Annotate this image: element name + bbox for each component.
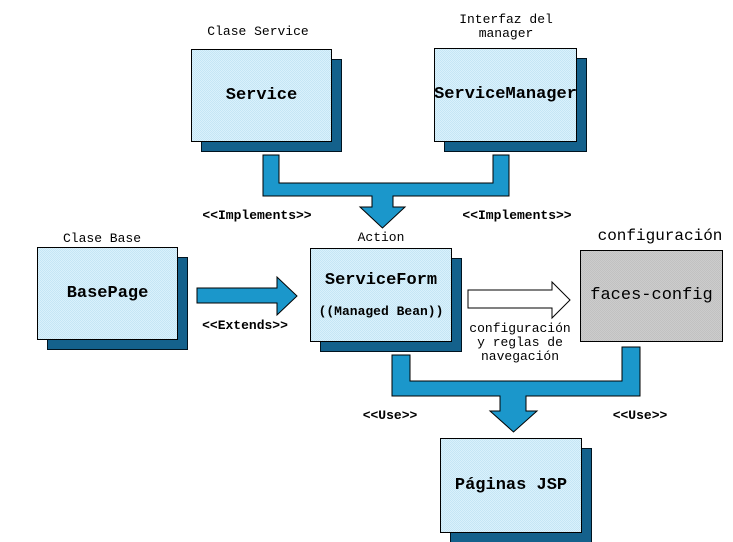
use-label-right: <<Use>> xyxy=(612,408,668,423)
service-box: Service xyxy=(191,49,332,142)
config-note-line1: configuración xyxy=(469,321,571,336)
extends-label: <<Extends>> xyxy=(202,318,288,333)
implements-label-left: <<Implements>> xyxy=(202,208,312,223)
service-form-box: ServiceForm ((Managed Bean)) xyxy=(310,248,452,342)
service-form-caption: Action xyxy=(357,230,405,245)
faces-config-box-title: faces-config xyxy=(590,286,713,305)
implements-merge-arrow xyxy=(262,154,510,229)
service-manager-caption: Interfaz del manager xyxy=(459,13,553,41)
implements-label-right: <<Implements>> xyxy=(462,208,572,223)
service-manager-caption-line2: manager xyxy=(478,26,534,41)
service-manager-box-title: ServiceManager xyxy=(434,85,577,104)
config-navigation-arrow xyxy=(467,280,571,320)
service-manager-caption-line1: Interfaz del xyxy=(459,12,553,27)
service-form-box-subtitle: ((Managed Bean)) xyxy=(318,304,444,319)
extends-arrow xyxy=(196,275,298,317)
base-page-box: BasePage xyxy=(37,247,178,340)
config-note-line3: navegación xyxy=(480,349,560,364)
service-manager-box: ServiceManager xyxy=(434,48,577,142)
config-note-line2: y reglas de xyxy=(477,335,563,350)
service-form-box-title: ServiceForm xyxy=(324,271,438,290)
use-label-left: <<Use>> xyxy=(362,408,418,423)
paginas-jsp-box: Páginas JSP xyxy=(440,438,582,533)
use-merge-arrow xyxy=(391,346,641,433)
paginas-jsp-box-title: Páginas JSP xyxy=(454,475,568,495)
base-page-caption: Clase Base xyxy=(62,231,142,246)
faces-config-box: faces-config xyxy=(580,250,723,342)
faces-config-caption: configuración xyxy=(597,227,723,245)
service-caption: Clase Service xyxy=(207,24,309,39)
config-navigation-note: configuración y reglas de navegación xyxy=(469,322,570,364)
base-page-box-title: BasePage xyxy=(66,283,149,303)
service-box-title: Service xyxy=(225,85,298,105)
